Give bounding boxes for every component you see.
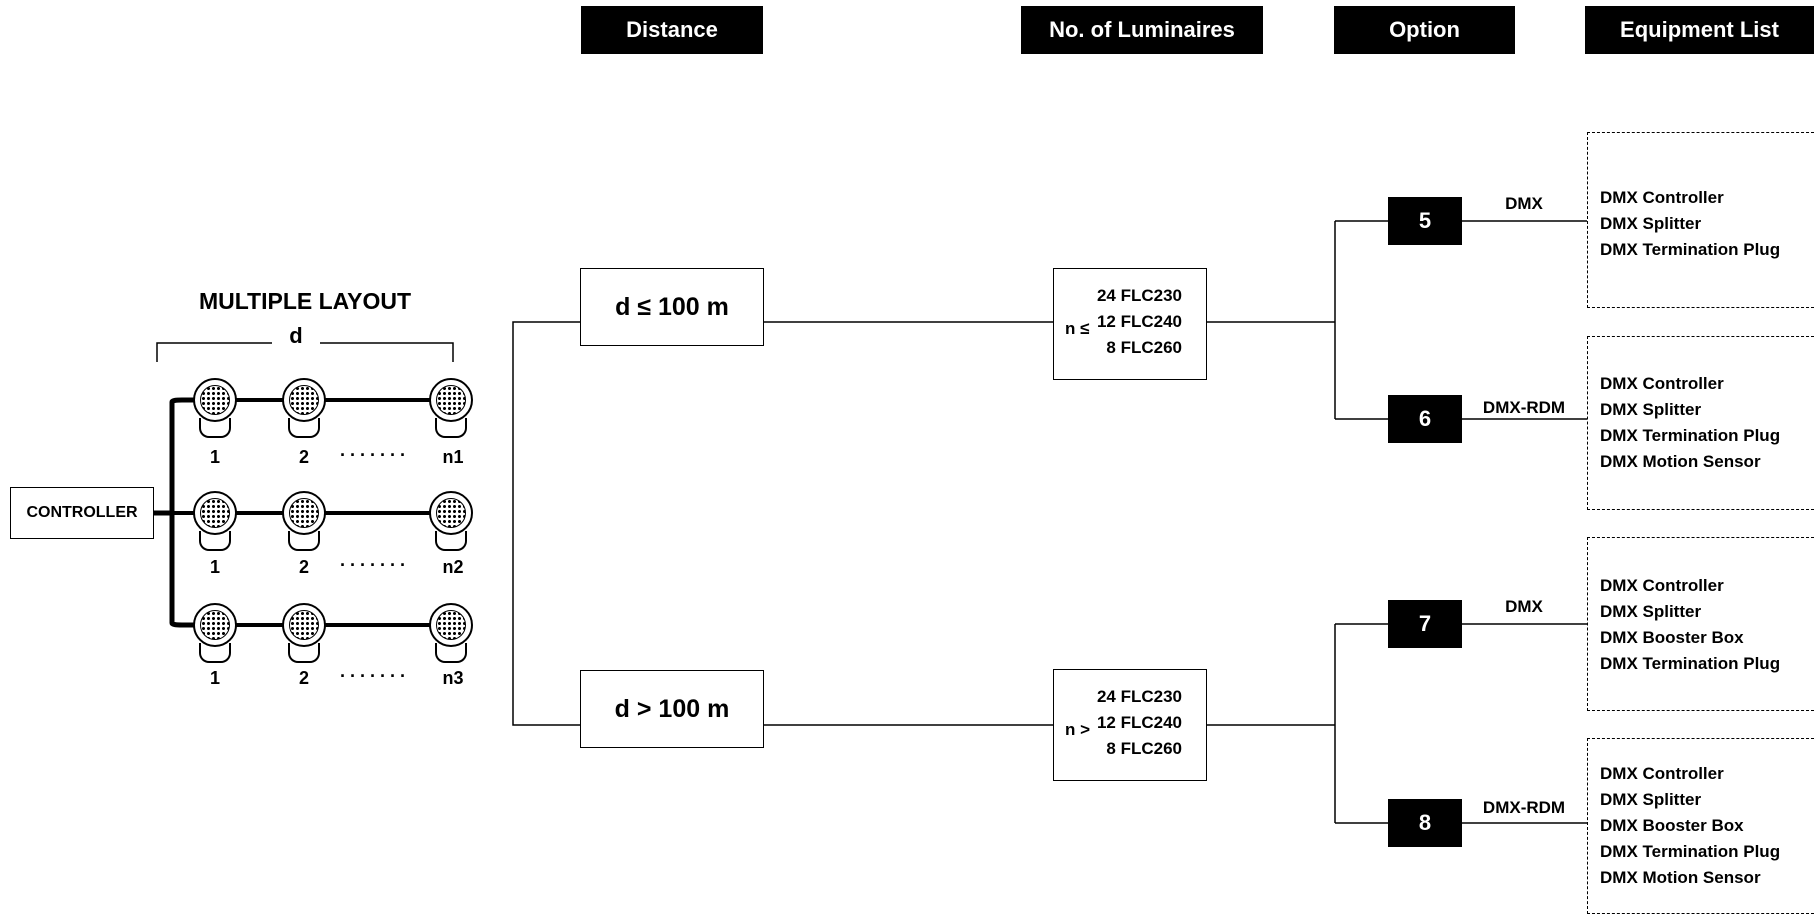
luminaire-icon bbox=[191, 603, 239, 665]
distance-split bbox=[512, 321, 580, 726]
luminaires-box-long: 24 FLC230 n > 12 FLC240 8 FLC260 bbox=[1053, 669, 1207, 781]
equipment-item: DMX Termination Plug bbox=[1600, 240, 1781, 259]
header-equipment-label: Equipment List bbox=[1620, 17, 1779, 42]
luminaire-number: n3 bbox=[442, 668, 464, 688]
luminaire-number: 2 bbox=[298, 557, 309, 577]
controller-box: CONTROLLER bbox=[10, 487, 154, 539]
luminaire-number: n2 bbox=[442, 557, 464, 577]
protocol-label: DMX-RDM bbox=[1482, 798, 1566, 817]
option-6-box: 6 bbox=[1388, 395, 1462, 443]
equipment-item: DMX Splitter bbox=[1600, 214, 1702, 233]
option-8-box: 8 bbox=[1388, 799, 1462, 847]
equipment-list-option-8: DMX Controller DMX Splitter DMX Booster … bbox=[1587, 738, 1814, 914]
luminaire-operator: n ≤ bbox=[1065, 319, 1090, 338]
equipment-item: DMX Controller bbox=[1600, 576, 1724, 595]
equipment-item: DMX Motion Sensor bbox=[1600, 868, 1761, 887]
option-number: 7 bbox=[1418, 611, 1432, 636]
controller-bus bbox=[154, 397, 196, 628]
header-luminaires: No. of Luminaires bbox=[1021, 6, 1263, 54]
header-option: Option bbox=[1334, 6, 1515, 54]
luminaire-count-line: 8 FLC260 bbox=[1106, 338, 1182, 357]
luminaire-number: 2 bbox=[298, 447, 309, 467]
luminaire-operator: n > bbox=[1065, 720, 1091, 739]
option-number: 8 bbox=[1418, 810, 1432, 835]
equipment-item: DMX Termination Plug bbox=[1600, 426, 1781, 445]
distance-value: d > 100 m bbox=[614, 694, 730, 723]
header-equipment: Equipment List bbox=[1585, 6, 1814, 54]
luminaire-icon bbox=[427, 603, 475, 665]
luminaire-icon bbox=[191, 378, 239, 440]
header-option-label: Option bbox=[1389, 17, 1460, 42]
branch-1-options-split bbox=[1207, 220, 1388, 420]
distance-label: d bbox=[272, 322, 320, 350]
luminaire-count-line: 12 FLC240 bbox=[1096, 312, 1182, 331]
header-distance: Distance bbox=[581, 6, 763, 54]
equipment-item: DMX Splitter bbox=[1600, 790, 1702, 809]
equipment-item: DMX Splitter bbox=[1600, 602, 1702, 621]
luminaire-icon bbox=[280, 603, 328, 665]
equipment-item: DMX Termination Plug bbox=[1600, 654, 1781, 673]
equipment-item: DMX Controller bbox=[1600, 188, 1724, 207]
distance-box-short: d ≤ 100 m bbox=[580, 268, 764, 346]
header-luminaires-label: No. of Luminaires bbox=[1049, 17, 1235, 42]
luminaire-count-line: 12 FLC240 bbox=[1096, 713, 1182, 732]
equipment-list-option-6: DMX Controller DMX Splitter DMX Terminat… bbox=[1587, 336, 1814, 510]
luminaire-number: n1 bbox=[442, 447, 464, 467]
equipment-item: DMX Splitter bbox=[1600, 400, 1702, 419]
option-7-box: 7 bbox=[1388, 600, 1462, 648]
luminaire-number: 1 bbox=[209, 668, 220, 688]
equipment-item: DMX Booster Box bbox=[1600, 816, 1744, 835]
equipment-item: DMX Termination Plug bbox=[1600, 842, 1781, 861]
header-distance-label: Distance bbox=[626, 17, 718, 42]
option-5-box: 5 bbox=[1388, 197, 1462, 245]
luminaire-number: 1 bbox=[209, 557, 220, 577]
option-number: 6 bbox=[1418, 406, 1432, 431]
luminaire-count-line: 24 FLC230 bbox=[1096, 286, 1182, 305]
luminaire-icon bbox=[280, 378, 328, 440]
controller-label: CONTROLLER bbox=[26, 504, 138, 521]
equipment-item: DMX Controller bbox=[1600, 374, 1724, 393]
luminaire-number: 2 bbox=[298, 668, 309, 688]
equipment-list-option-7: DMX Controller DMX Splitter DMX Booster … bbox=[1587, 537, 1814, 711]
distance-box-long: d > 100 m bbox=[580, 670, 764, 748]
equipment-item: DMX Motion Sensor bbox=[1600, 452, 1761, 471]
protocol-label: DMX bbox=[1505, 597, 1543, 616]
branch-2-options-split bbox=[1207, 623, 1388, 824]
luminaire-icon bbox=[427, 491, 475, 553]
luminaire-count-line: 24 FLC230 bbox=[1096, 687, 1182, 706]
equipment-list-option-5: DMX Controller DMX Splitter DMX Terminat… bbox=[1587, 132, 1814, 308]
luminaire-icon bbox=[191, 491, 239, 553]
luminaires-box-short: 24 FLC230 n ≤ 12 FLC240 8 FLC260 bbox=[1053, 268, 1207, 380]
ellipsis-dots: ······· bbox=[340, 666, 410, 686]
layout-title: MULTIPLE LAYOUT bbox=[198, 288, 412, 314]
luminaire-count-line: 8 FLC260 bbox=[1106, 739, 1182, 758]
option-number: 5 bbox=[1418, 208, 1432, 233]
distance-value: d ≤ 100 m bbox=[615, 292, 729, 321]
luminaire-icon bbox=[427, 378, 475, 440]
luminaire-number: 1 bbox=[209, 447, 220, 467]
ellipsis-dots: ······· bbox=[340, 445, 410, 465]
ellipsis-dots: ······· bbox=[340, 555, 410, 575]
luminaire-icon bbox=[280, 491, 328, 553]
equipment-item: DMX Booster Box bbox=[1600, 628, 1744, 647]
equipment-item: DMX Controller bbox=[1600, 764, 1724, 783]
protocol-label: DMX-RDM bbox=[1482, 398, 1566, 417]
protocol-label: DMX bbox=[1505, 194, 1543, 213]
